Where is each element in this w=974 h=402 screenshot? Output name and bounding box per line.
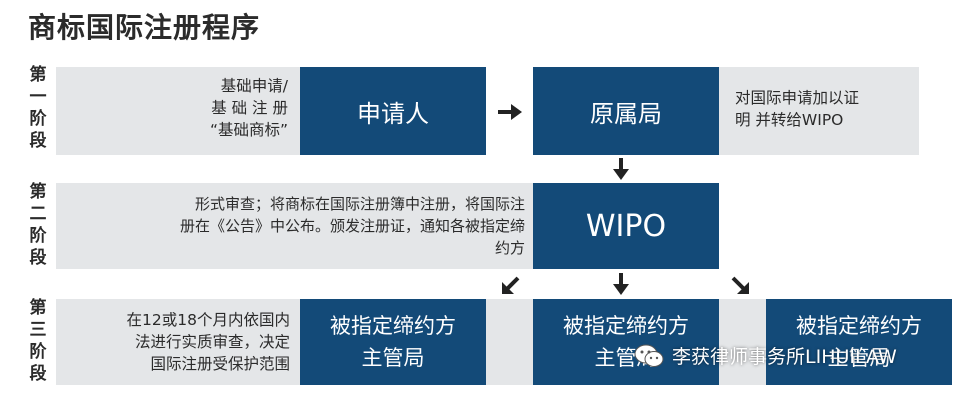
wipo-box: WIPO — [533, 183, 719, 269]
certify-line: 对国际申请加以证 — [735, 89, 860, 107]
basic-application-line: 基础申请/ — [220, 77, 288, 95]
designated-office-line: 被指定缔约方 — [796, 314, 922, 338]
stage-2-char: 阶 — [29, 226, 47, 246]
formal-review-box: 形式审查；将商标在国际注册簿中注册，将国际注 册在《公告》中公布。颁发注册证，通… — [56, 183, 533, 269]
stage-1-char: 阶 — [29, 109, 47, 129]
origin-office-label: 原属局 — [590, 99, 662, 128]
designated-office-box-3: 被指定缔约方 主管局 — [766, 299, 952, 385]
stage-2-char: 段 — [29, 248, 47, 268]
arrow-down-left-icon — [502, 276, 520, 294]
spacer-box — [719, 299, 766, 385]
arrow-down-icon — [613, 273, 629, 295]
arrow-down-right-icon — [731, 276, 749, 294]
stage-1-char: 段 — [29, 131, 47, 151]
stage-3-char: 第 — [29, 298, 47, 318]
designated-office-line: 被指定缔约方 — [563, 314, 689, 338]
substantive-review-line: 在12或18个月内依国内 — [126, 311, 290, 329]
stage-1-label: 第 一 阶 段 — [28, 64, 48, 152]
stage-2-label: 第 二 阶 段 — [28, 181, 48, 269]
spacer-box — [486, 299, 533, 385]
designated-office-box-1: 被指定缔约方 主管局 — [300, 299, 486, 385]
applicant-box: 申请人 — [300, 67, 486, 155]
designated-office-line: 被指定缔约方 — [330, 314, 456, 338]
applicant-label: 申请人 — [357, 99, 429, 128]
certify-line: 明 并转给WIPO — [735, 111, 844, 129]
designated-office-line: 主管局 — [361, 346, 425, 370]
designated-office-box-2: 被指定缔约方 主管局 — [533, 299, 719, 385]
origin-office-box: 原属局 — [533, 67, 719, 155]
basic-application-line: “基础商标” — [209, 121, 288, 139]
designated-office-line: 主管局 — [827, 346, 891, 370]
substantive-review-box: 在12或18个月内依国内 法进行实质审查，决定 国际注册受保护范围 — [56, 299, 300, 385]
stage-3-char: 段 — [29, 364, 47, 384]
stage-2-char: 第 — [29, 182, 47, 202]
formal-review-line: 形式审查；将商标在国际注册簿中注册，将国际注 — [194, 195, 525, 213]
basic-application-line: 基 础 注 册 — [211, 99, 288, 117]
stage-2-char: 二 — [29, 204, 47, 224]
arrow-down-icon — [613, 158, 629, 180]
stage-3-char: 阶 — [29, 342, 47, 362]
stage-3-label: 第 三 阶 段 — [28, 297, 48, 385]
formal-review-line: 约方 — [494, 239, 525, 257]
substantive-review-line: 国际注册受保护范围 — [150, 355, 290, 373]
basic-application-box: 基础申请/ 基 础 注 册 “基础商标” — [56, 67, 300, 155]
wechat-icon — [634, 344, 664, 367]
wipo-label: WIPO — [585, 208, 667, 244]
page-title: 商标国际注册程序 — [28, 11, 261, 44]
substantive-review-line: 法进行实质审查，决定 — [134, 333, 290, 351]
stage-1-char: 一 — [29, 87, 47, 107]
arrow-right-icon — [498, 104, 522, 120]
watermark-text: 李获律师事务所LIHUILAW — [672, 346, 897, 368]
certify-box: 对国际申请加以证 明 并转给WIPO — [719, 67, 919, 155]
formal-review-line: 册在《公告》中公布。颁发注册证，通知各被指定缔 — [179, 217, 525, 235]
stage-3-char: 三 — [29, 320, 47, 340]
stage-1-char: 第 — [29, 65, 47, 85]
wechat-watermark: 李获律师事务所LIHUILAW — [634, 342, 897, 369]
